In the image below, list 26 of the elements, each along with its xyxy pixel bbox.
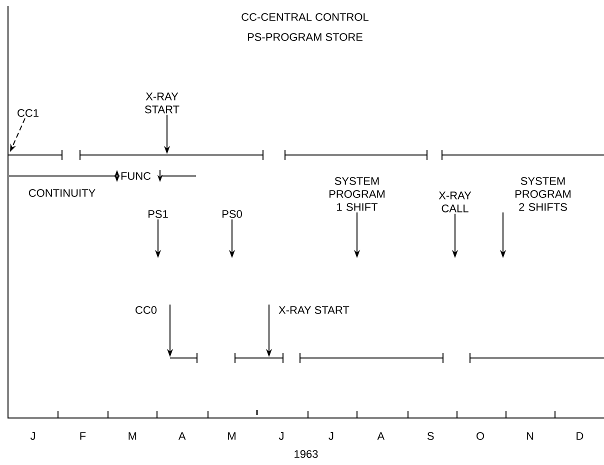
timeline-label: X-RAY CALL — [438, 192, 472, 212]
legend-text: CC-CENTRAL CONTROL — [242, 13, 368, 21]
month-label: F — [80, 432, 86, 440]
month-label: J — [328, 432, 334, 440]
timeline-label: SYSTEM PROGRAM 2 SHIFTS — [516, 177, 570, 211]
month-label: A — [377, 432, 385, 440]
timeline-label: SYSTEM PROGRAM 1 SHIFT — [330, 177, 384, 211]
month-label: N — [526, 432, 534, 440]
timeline-label: X-RAY START — [278, 306, 350, 314]
timeline-label: X-RAY START — [145, 92, 180, 114]
month-label: S — [427, 432, 434, 440]
month-label: D — [576, 432, 584, 440]
month-label: M — [128, 432, 136, 440]
month-label: A — [178, 432, 186, 440]
month-label: J — [30, 432, 35, 440]
month-label: J — [278, 432, 284, 440]
legend-text: PS-PROGRAM STORE — [248, 33, 362, 41]
timeline-label: PS0 — [222, 210, 242, 218]
month-label: M — [228, 432, 236, 440]
dimension-label: FUNC — [121, 172, 151, 180]
timeline-label: PS1 — [148, 210, 168, 218]
dimension-label: CONTINUITY — [28, 189, 96, 197]
timeline-label: CC1 — [18, 109, 38, 117]
month-label: O — [476, 432, 484, 440]
timeline-label: CC0 — [136, 306, 157, 314]
year-label: 1963 — [294, 450, 318, 458]
